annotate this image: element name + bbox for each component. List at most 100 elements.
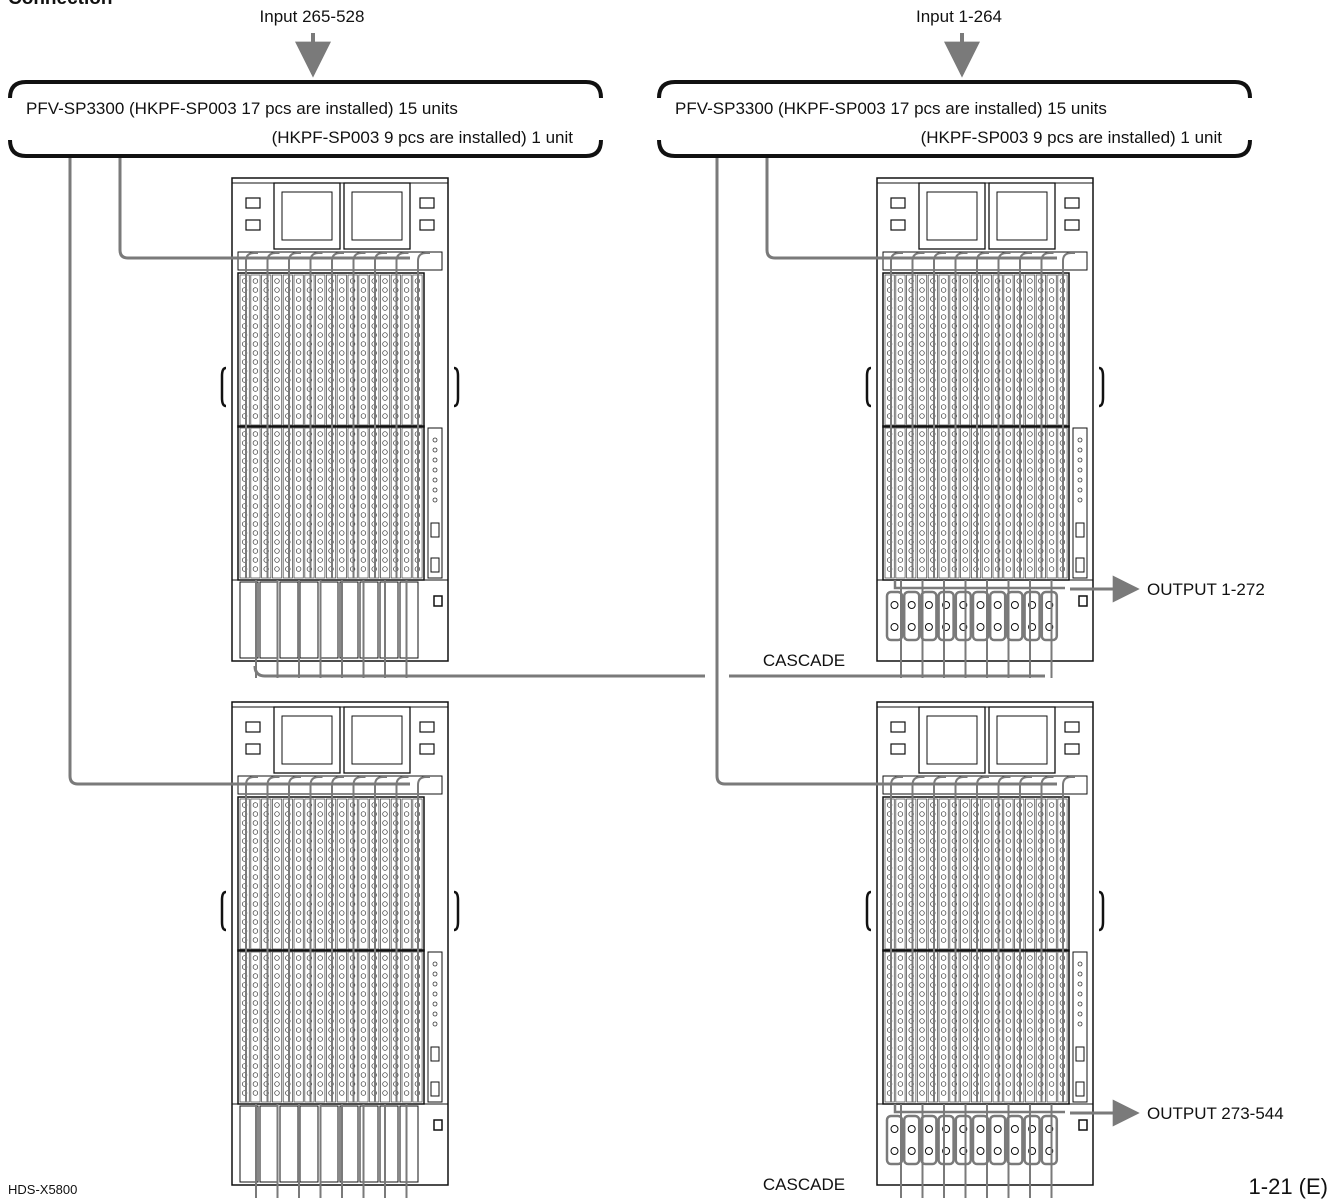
output-module [1006, 1114, 1024, 1166]
bnc-connector [382, 287, 388, 293]
bnc-connector [1005, 521, 1012, 527]
bnc-connector [1048, 847, 1055, 853]
bnc-connector [930, 485, 936, 491]
bnc-connector [360, 566, 367, 572]
bnc-connector [962, 982, 968, 988]
bnc-connector [252, 494, 259, 500]
bnc-connector [919, 377, 925, 383]
bnc-connector [252, 539, 259, 545]
footer-page-number: 1-21 (E) [1248, 1174, 1328, 1199]
bnc-connector [339, 395, 345, 401]
bnc-connector [962, 467, 968, 473]
input-card [304, 951, 315, 1103]
bnc-connector [403, 386, 410, 392]
bnc-connector [360, 892, 367, 898]
fan-housing [988, 706, 1056, 774]
bnc-connector [962, 928, 968, 934]
bnc-connector [317, 566, 323, 572]
bnc-connector [962, 449, 968, 455]
bnc-connector [285, 539, 291, 545]
bnc-connector [252, 1054, 259, 1060]
bnc-connector [984, 856, 990, 862]
bnc-connector [285, 1027, 291, 1033]
bnc-connector [285, 377, 291, 383]
bnc-connector [940, 811, 947, 817]
input-card [927, 274, 938, 426]
bnc-connector [403, 467, 410, 473]
bnc-connector [295, 431, 302, 437]
bnc-connector [403, 332, 410, 338]
bnc-connector [339, 973, 345, 979]
bnc-connector [295, 566, 302, 572]
bnc-connector [317, 847, 323, 853]
bnc-connector [295, 323, 302, 329]
side-connector [419, 721, 435, 733]
input-card [960, 951, 971, 1103]
bnc-connector [382, 332, 388, 338]
input-card [261, 951, 272, 1103]
bnc-connector [403, 919, 410, 925]
bnc-connector [897, 892, 904, 898]
input-card [906, 427, 917, 579]
bnc-connector [295, 955, 302, 961]
bnc-connector [339, 323, 345, 329]
bnc-connector [919, 296, 925, 302]
bnc-connector [360, 982, 367, 988]
bnc-connector [274, 557, 280, 563]
bnc-connector [252, 1018, 259, 1024]
bnc-connector [962, 838, 968, 844]
bnc-connector [403, 512, 410, 518]
fan-housing [918, 182, 986, 250]
bnc-connector [360, 557, 367, 563]
bnc-connector [295, 395, 302, 401]
bnc-connector [295, 1045, 302, 1051]
bnc-connector [951, 928, 958, 934]
bnc-connector [1048, 521, 1055, 527]
bnc-connector [940, 1054, 947, 1060]
bnc-connector [930, 566, 936, 572]
bnc-connector [295, 287, 302, 293]
bnc-connector [274, 865, 280, 871]
bnc-connector [306, 1045, 313, 1051]
bnc-connector [951, 802, 958, 808]
bnc-connector [962, 332, 968, 338]
bnc-connector [1005, 838, 1012, 844]
bnc-connector [940, 458, 947, 464]
bnc-connector [951, 937, 958, 943]
bnc-connector [1027, 467, 1033, 473]
bnc-connector [962, 431, 968, 437]
bnc-connector [1027, 548, 1033, 554]
bnc-connector [930, 1090, 936, 1096]
bnc-connector [360, 341, 367, 347]
bnc-connector [897, 413, 904, 419]
bnc-connector [295, 928, 302, 934]
bnc-connector [951, 539, 958, 545]
bnc-connector [1048, 883, 1055, 889]
bnc-connector [306, 1081, 313, 1087]
bnc-connector [339, 512, 345, 518]
bnc-connector [1048, 829, 1055, 835]
bnc-connector [382, 1000, 388, 1006]
input-label-left: Input 265-528 [260, 7, 365, 26]
bnc-connector [403, 557, 410, 563]
bnc-connector [1027, 530, 1033, 536]
bnc-connector [274, 1063, 280, 1069]
bnc-connector [403, 1063, 410, 1069]
bnc-connector [360, 910, 367, 916]
bnc-connector [984, 1054, 990, 1060]
bnc-connector [403, 413, 410, 419]
bnc-connector [951, 1090, 958, 1096]
bnc-connector [274, 1027, 280, 1033]
bnc-connector [984, 287, 990, 293]
bnc-connector [962, 1000, 968, 1006]
bnc-connector [252, 449, 259, 455]
bnc-connector [1005, 883, 1012, 889]
bnc-connector [1027, 377, 1033, 383]
bnc-connector [306, 1009, 313, 1015]
bnc-connector [403, 476, 410, 482]
bnc-connector [1005, 955, 1012, 961]
bnc-connector [295, 856, 302, 862]
bnc-connector [940, 1009, 947, 1015]
bnc-connector [951, 955, 958, 961]
input-card [336, 427, 347, 579]
